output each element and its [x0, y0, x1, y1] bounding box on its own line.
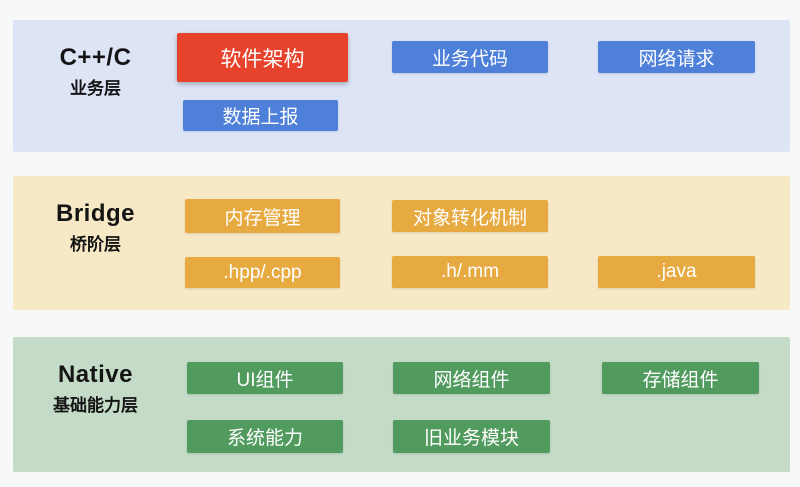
- box-software-architecture: 软件架构: [177, 33, 348, 82]
- box-java-files: .java: [598, 256, 755, 288]
- layer-bridge-label: Bridge 桥阶层: [13, 176, 178, 310]
- layer-bridge: Bridge 桥阶层 内存管理 对象转化机制 .hpp/.cpp .h/.mm …: [13, 176, 790, 310]
- layer-business-subtitle: 业务层: [70, 78, 121, 98]
- box-memory-management: 内存管理: [185, 199, 340, 233]
- layer-native: Native 基础能力层 UI组件 网络组件 存储组件 系统能力 旧业务模块: [13, 337, 790, 472]
- layer-native-subtitle: 基础能力层: [53, 395, 138, 415]
- box-data-reporting: 数据上报: [183, 100, 338, 131]
- layer-bridge-subtitle: 桥阶层: [70, 234, 121, 254]
- layer-business-title: C++/C: [59, 44, 132, 71]
- box-system-capabilities: 系统能力: [187, 420, 343, 453]
- box-legacy-business-modules: 旧业务模块: [393, 420, 550, 453]
- box-business-code: 业务代码: [392, 41, 548, 73]
- layer-native-title: Native: [57, 361, 134, 388]
- box-storage-components: 存储组件: [602, 362, 759, 394]
- box-hpp-cpp-files: .hpp/.cpp: [185, 257, 340, 288]
- box-network-components: 网络组件: [393, 362, 550, 394]
- layer-business-label: C++/C 业务层: [13, 20, 178, 152]
- layer-native-label: Native 基础能力层: [13, 337, 178, 472]
- box-h-mm-files: .h/.mm: [392, 256, 548, 288]
- layer-business: C++/C 业务层 软件架构 业务代码 网络请求 数据上报: [13, 20, 790, 152]
- box-network-request: 网络请求: [598, 41, 755, 73]
- box-ui-components: UI组件: [187, 362, 343, 394]
- layer-bridge-title: Bridge: [55, 200, 135, 227]
- box-object-conversion: 对象转化机制: [392, 200, 548, 232]
